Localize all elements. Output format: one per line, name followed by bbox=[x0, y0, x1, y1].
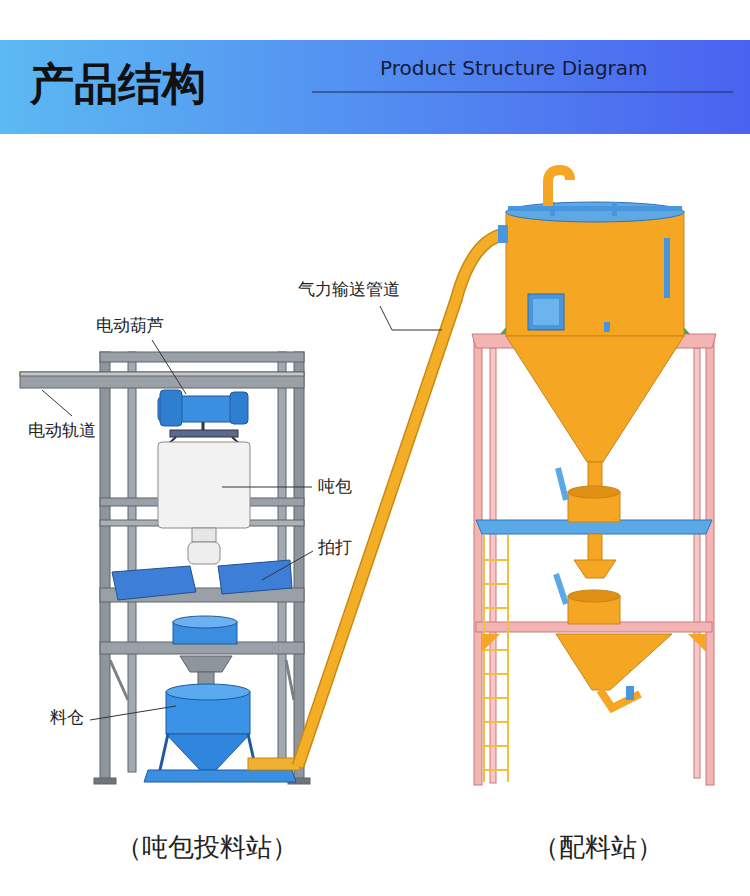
lid-bar bbox=[508, 206, 682, 211]
leader-line bbox=[262, 551, 313, 580]
tank-window bbox=[528, 294, 564, 330]
station-caption: （配料站） bbox=[533, 832, 663, 863]
part-label: 吨包 bbox=[318, 476, 352, 496]
gooseneck-vent bbox=[548, 170, 570, 206]
part-label: 拍打 bbox=[318, 537, 352, 557]
part-label: 电动轨道 bbox=[28, 420, 96, 440]
ladder-rail bbox=[483, 535, 485, 782]
leader-line bbox=[380, 306, 442, 330]
hoist-motor bbox=[160, 390, 182, 426]
leader-line bbox=[42, 390, 72, 416]
ladder-rungs bbox=[484, 560, 508, 770]
electric-track bbox=[20, 372, 304, 388]
ton-bag-station bbox=[20, 352, 310, 784]
silo-top bbox=[166, 684, 250, 700]
ladder-rail bbox=[507, 535, 509, 782]
leader-line bbox=[152, 340, 186, 394]
frame-brace bbox=[286, 660, 294, 700]
bag-spout bbox=[192, 528, 216, 542]
discharge-cone bbox=[556, 634, 672, 690]
frame-post bbox=[490, 348, 496, 783]
leader-line bbox=[222, 487, 312, 488]
lid-bar bbox=[612, 202, 617, 216]
side-strip bbox=[664, 238, 670, 298]
lifting-beam bbox=[170, 430, 238, 437]
valve-actuator bbox=[558, 468, 566, 500]
ton-bag bbox=[158, 442, 250, 528]
frame-post bbox=[294, 352, 304, 782]
part-label: 气力输送管道 bbox=[298, 279, 400, 299]
page-title: 产品结构 bbox=[30, 58, 206, 111]
silo-cone bbox=[166, 734, 250, 770]
leader-lines bbox=[42, 306, 442, 720]
vessel-top bbox=[568, 486, 620, 498]
tank bbox=[506, 212, 684, 336]
patting-plate bbox=[218, 560, 292, 594]
hoist-cap bbox=[230, 392, 248, 424]
base-plate bbox=[144, 770, 296, 782]
frame-post bbox=[706, 340, 714, 785]
tank-lid bbox=[506, 202, 684, 222]
feed-hopper-top bbox=[173, 616, 237, 628]
valve-actuator bbox=[556, 574, 566, 604]
part-label: 料仓 bbox=[50, 707, 84, 727]
vessel-cone bbox=[574, 560, 616, 578]
funnel bbox=[180, 656, 232, 672]
header-band bbox=[0, 40, 750, 134]
patting-plate bbox=[112, 566, 196, 600]
vessel-top bbox=[568, 590, 620, 602]
bag-spout bbox=[188, 542, 220, 564]
batching-station bbox=[472, 170, 716, 785]
frame-beam bbox=[100, 352, 304, 362]
brace bbox=[482, 634, 500, 652]
header-rule bbox=[312, 91, 733, 92]
subtitle: Product Structure Diagram bbox=[380, 56, 648, 80]
outlet-clamp bbox=[626, 686, 634, 700]
inlet-flange bbox=[498, 225, 508, 243]
frame-post bbox=[694, 348, 700, 778]
tank-window-glass bbox=[533, 299, 559, 325]
tank-cone bbox=[506, 336, 684, 462]
frame-foot bbox=[94, 778, 116, 784]
silo-leg bbox=[160, 734, 168, 770]
frame-brace bbox=[110, 660, 128, 700]
frame-post bbox=[474, 340, 482, 785]
track-highlight bbox=[20, 372, 304, 376]
brace bbox=[688, 634, 706, 652]
frame-post bbox=[128, 352, 136, 772]
tank-tab bbox=[604, 322, 610, 332]
leader-line bbox=[90, 706, 176, 720]
station-caption: （吨包投料站） bbox=[116, 832, 298, 863]
part-label: 电动葫芦 bbox=[96, 315, 164, 335]
